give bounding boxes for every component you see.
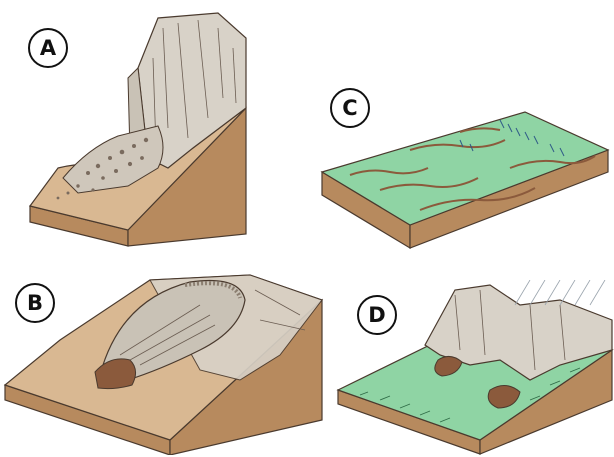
panel-label-c: C xyxy=(330,88,370,128)
panel-label-a: A xyxy=(28,28,68,68)
panel-label-d: D xyxy=(357,295,397,335)
panel-label-b: B xyxy=(15,283,55,323)
